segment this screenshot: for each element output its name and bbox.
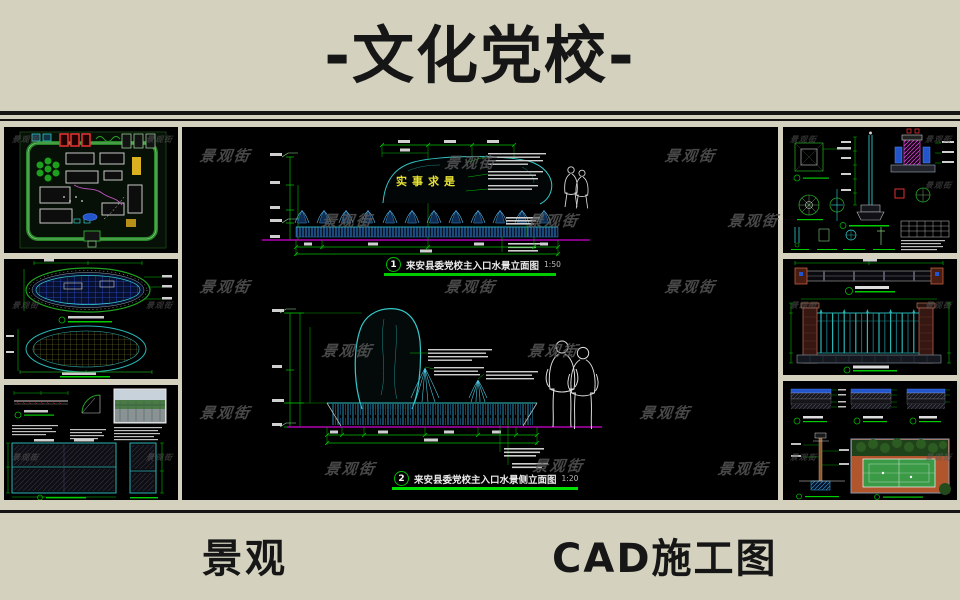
divider-top-thick — [0, 111, 960, 115]
thumbnail-site-plan — [4, 127, 178, 253]
drawing1-title-underline — [384, 273, 556, 276]
footer-category-label: 景观 — [202, 536, 288, 582]
stone-inscription: 实事求是 — [396, 174, 460, 188]
drawing2-title-underline — [392, 487, 578, 490]
drawing1-title-row: 1 来安县委党校主入口水景立面图 1:50 — [386, 257, 561, 272]
thumbnail-oval-pool-plans — [4, 259, 178, 379]
thumbnail-wall-details — [4, 385, 178, 500]
thumbnail-flagpole-details — [783, 127, 957, 253]
wall-detail-drawing — [6, 388, 167, 500]
site-plan-drawing — [19, 131, 167, 249]
thumbnail-pavement-court-details — [783, 381, 957, 500]
footer-type-label: CAD施工图 — [552, 536, 778, 582]
thumbnail-fence-elevation — [783, 259, 957, 375]
divider-top-thin — [0, 119, 960, 121]
fence-drawing — [789, 259, 951, 374]
drawing2-number-badge: 2 — [394, 471, 409, 486]
page-title: -文化党校- — [324, 19, 636, 92]
drawing1-number-badge: 1 — [386, 257, 401, 272]
drawing2-title: 来安县委党校主入口水景侧立面图 — [414, 474, 557, 486]
pavement-court-drawing — [790, 388, 951, 500]
drawing2-title-row: 2 来安县委党校主入口水景侧立面图 1:20 — [394, 471, 578, 486]
drawing1-title: 来安县委党校主入口水景立面图 — [406, 260, 540, 272]
drawing1-scale: 1:50 — [544, 260, 561, 269]
flagpole-detail-drawing — [791, 128, 954, 251]
main-drawing-panel: 实事求是 — [182, 127, 778, 500]
main-cad-drawing: 实事求是 — [262, 140, 602, 469]
drawing2-scale: 1:20 — [561, 474, 579, 483]
oval-pool-drawing — [6, 259, 172, 378]
divider-bottom — [0, 510, 960, 513]
